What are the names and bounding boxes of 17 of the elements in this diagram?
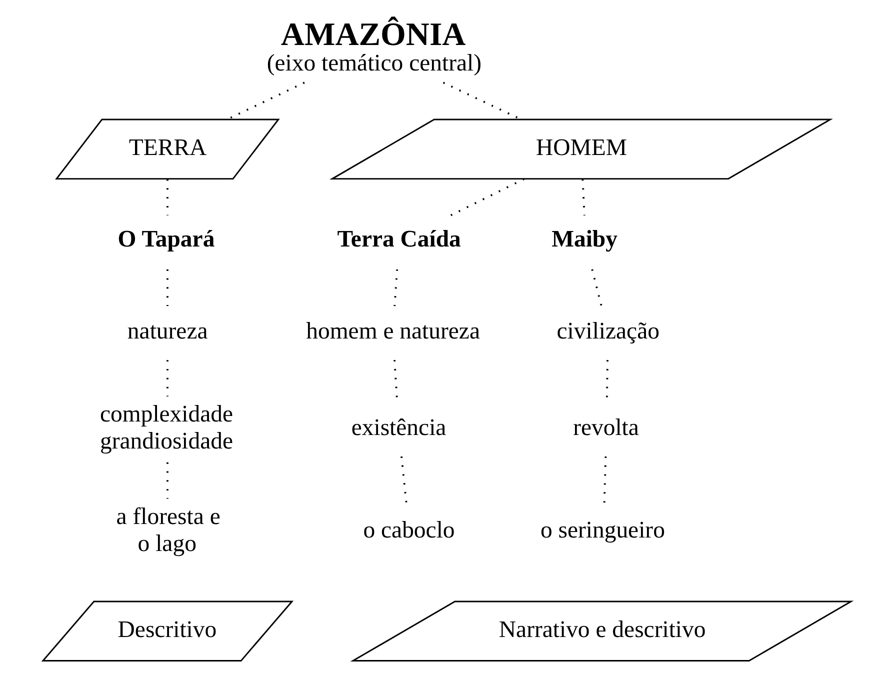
connector bbox=[400, 456, 408, 505]
node-text: homem e natureza bbox=[306, 318, 480, 345]
node-text: AMAZÔNIA (eixo temático central) bbox=[266, 16, 482, 76]
node-text: Terra Caída bbox=[337, 226, 461, 253]
connector bbox=[591, 269, 602, 306]
node-text: civilização bbox=[556, 318, 660, 345]
node-text: a floresta e o lago bbox=[116, 504, 220, 557]
node-text: complexidade grandiosidade bbox=[100, 402, 234, 454]
connector bbox=[449, 178, 524, 217]
node-text: o caboclo bbox=[363, 517, 455, 544]
node-text: o seringueiro bbox=[540, 517, 665, 544]
node-text: existência bbox=[351, 415, 446, 442]
node-text: natureza bbox=[127, 318, 208, 345]
node-text: O Tapará bbox=[118, 226, 215, 253]
node-text: Maiby bbox=[552, 226, 618, 253]
node-text: revolta bbox=[573, 415, 639, 442]
connector bbox=[394, 269, 398, 306]
